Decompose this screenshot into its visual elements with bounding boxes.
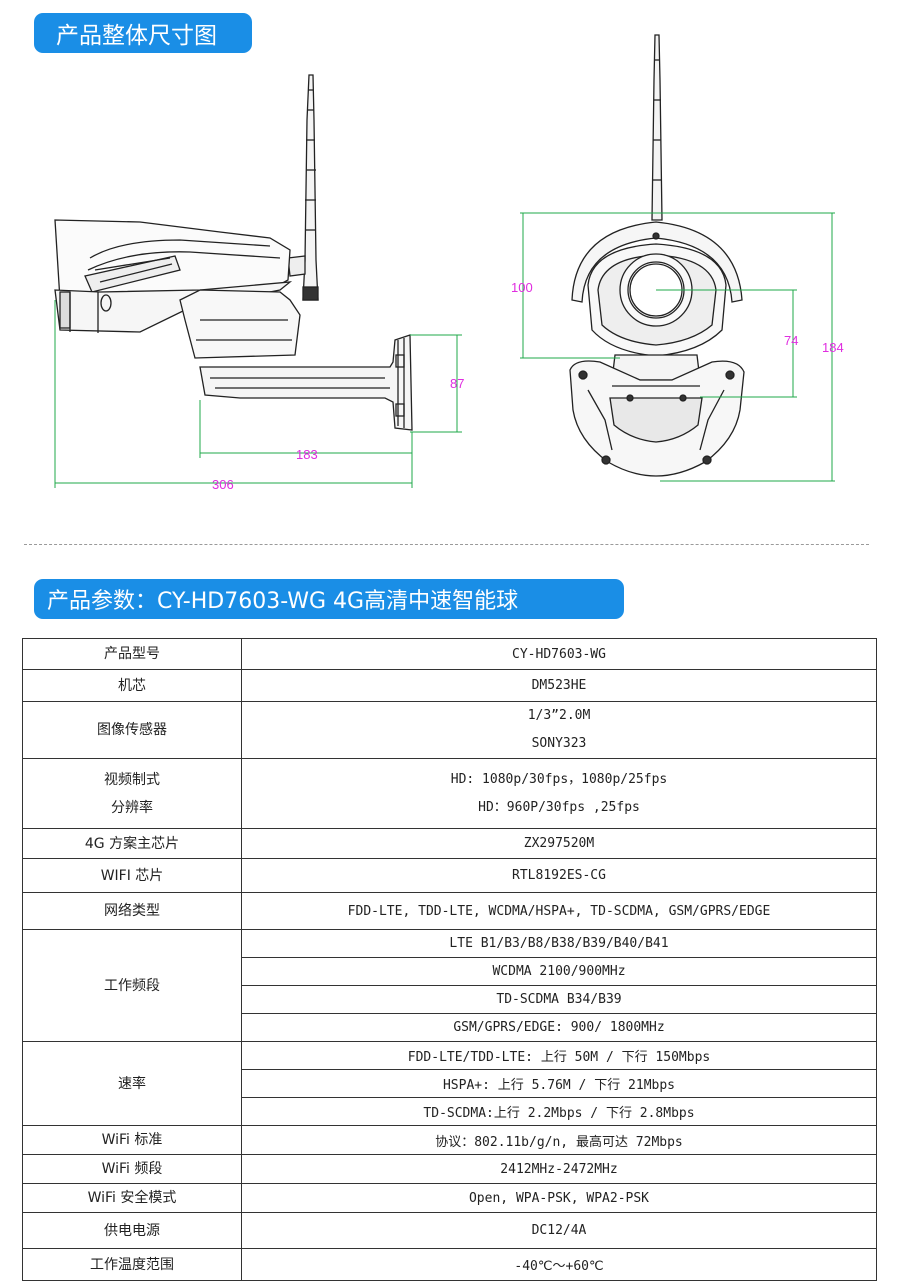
spec-value: 2412MHz-2472MHz: [241, 1154, 877, 1184]
spec-value: LTE B1/B3/B8/B38/B39/B40/B41: [241, 929, 877, 958]
spec-value-line: 1/3”2.0M: [527, 708, 591, 723]
side-view-dimensions: [54, 300, 462, 488]
spec-row: HSPA+: 上行 5.76M / 下行 21Mbps: [23, 1069, 877, 1098]
spec-row: TD-SCDMA B34/B39: [23, 985, 877, 1014]
spec-label: 网络类型: [22, 892, 242, 930]
spec-label: 产品型号: [22, 638, 242, 670]
dim-front-mid: 74: [784, 333, 798, 348]
spec-value: RTL8192ES-CG: [241, 858, 877, 893]
section-title-specs: 产品参数：CY-HD7603-WG 4G高清中速智能球: [34, 579, 624, 619]
spec-value: 1/3”2.0M SONY323: [241, 701, 877, 759]
spec-value: FDD-LTE/TDD-LTE: 上行 50M / 下行 150Mbps: [241, 1041, 877, 1070]
spec-label: 4G 方案主芯片: [22, 828, 242, 859]
spec-value-line: HD：960P/30fps ,25fps: [478, 799, 640, 815]
spec-value: DC12/4A: [241, 1212, 877, 1249]
dim-side-height: 87: [450, 376, 464, 391]
dim-front-total: 184: [822, 340, 844, 355]
front-view-dimensions: [520, 212, 835, 482]
spec-label: WIFI 芯片: [22, 858, 242, 893]
dim-side-total: 306: [212, 477, 234, 492]
spec-label: 供电电源: [22, 1212, 242, 1249]
section-title-dimensions: 产品整体尺寸图: [34, 13, 252, 53]
dim-front-upper: 100: [511, 280, 533, 295]
spec-label: 视频制式 分辨率: [22, 758, 242, 829]
spec-label: 机芯: [22, 669, 242, 702]
spec-label: WiFi 标准: [22, 1125, 242, 1155]
spec-label: WiFi 频段: [22, 1154, 242, 1184]
spec-value: TD-SCDMA B34/B39: [241, 985, 877, 1014]
side-view-camera: [54, 74, 413, 431]
front-view-camera: [569, 34, 745, 477]
spec-value: -40℃～+60℃: [241, 1248, 877, 1281]
spec-value: FDD-LTE, TDD-LTE, WCDMA/HSPA+, TD-SCDMA,…: [241, 892, 877, 930]
dimension-drawing: 87 183 306 100 74: [54, 34, 844, 492]
spec-value: CY-HD7603-WG: [241, 638, 877, 670]
spec-value: Open, WPA-PSK, WPA2-PSK: [241, 1183, 877, 1213]
spec-row: 图像传感器 1/3”2.0M SONY323: [22, 701, 877, 759]
section-title-dimensions-text: 产品整体尺寸图: [56, 23, 217, 49]
spec-value: TD-SCDMA:上行 2.2Mbps / 下行 2.8Mbps: [241, 1097, 877, 1126]
spec-label: WiFi 安全模式: [22, 1183, 242, 1213]
spec-row: WCDMA 2100/900MHz: [23, 957, 877, 986]
spec-value: WCDMA 2100/900MHz: [241, 957, 877, 986]
section-title-specs-text: 产品参数：CY-HD7603-WG 4G高清中速智能球: [47, 589, 519, 614]
spec-value-line: SONY323: [531, 736, 587, 751]
spec-value: DM523HE: [241, 669, 877, 702]
spec-value: 协议：802.11b/g/n, 最高可达 72Mbps: [241, 1125, 877, 1155]
spec-row: 工作温度范围-40℃～+60℃: [22, 1248, 877, 1281]
spec-row: WiFi 标准协议：802.11b/g/n, 最高可达 72Mbps: [22, 1125, 877, 1155]
spec-label: 速率: [22, 1041, 242, 1126]
spec-label: 工作频段: [22, 929, 242, 1042]
section-divider: [24, 544, 869, 545]
spec-value: ZX297520M: [241, 828, 877, 859]
spec-value-line: HD: 1080p/30fps，1080p/25fps: [450, 771, 668, 787]
dim-side-arm: 183: [296, 447, 318, 462]
spec-label: 工作温度范围: [22, 1248, 242, 1281]
spec-value: HSPA+: 上行 5.76M / 下行 21Mbps: [241, 1069, 877, 1098]
spec-label: 图像传感器: [22, 701, 242, 759]
spec-value: GSM/GPRS/EDGE: 900/ 1800MHz: [241, 1013, 877, 1042]
